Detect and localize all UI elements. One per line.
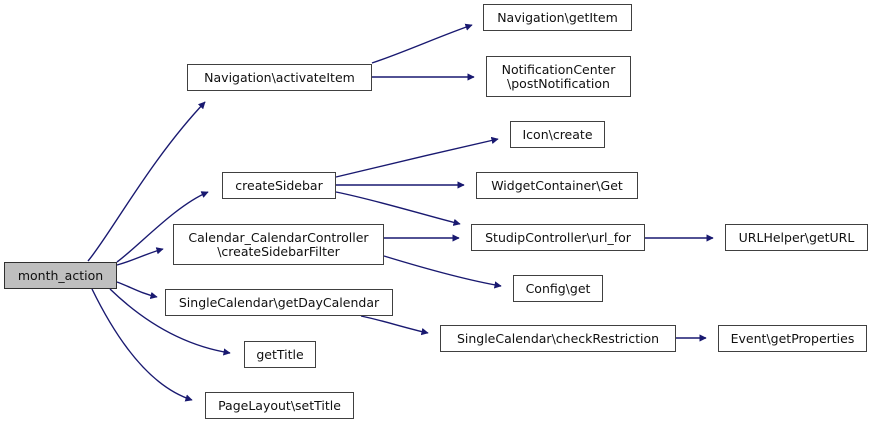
- graph-node-label: getTitle: [256, 346, 304, 362]
- graph-node-sidebar_filter[interactable]: Calendar_CalendarController \createSideb…: [173, 224, 384, 265]
- graph-node-label: PageLayout\setTitle: [218, 397, 341, 413]
- graph-node-check_restriction[interactable]: SingleCalendar\checkRestriction: [440, 325, 676, 352]
- graph-node-set_title[interactable]: PageLayout\setTitle: [205, 392, 354, 419]
- graph-node-label: NotificationCenter \postNotification: [501, 61, 616, 91]
- graph-node-get_day_calendar[interactable]: SingleCalendar\getDayCalendar: [165, 289, 393, 316]
- graph-node-get_properties[interactable]: Event\getProperties: [718, 325, 867, 352]
- graph-node-label: Event\getProperties: [730, 330, 855, 346]
- graph-node-widget_container_get[interactable]: WidgetContainer\Get: [476, 172, 638, 199]
- graph-node-label: WidgetContainer\Get: [491, 177, 623, 193]
- graph-node-get_item[interactable]: Navigation\getItem: [483, 4, 632, 31]
- graph-node-label: month_action: [17, 267, 104, 283]
- graph-node-label: createSidebar: [235, 177, 323, 193]
- graph-node-label: StudipController\url_for: [485, 229, 631, 245]
- graph-node-label: Navigation\activateItem: [204, 69, 355, 85]
- graph-node-activate_item[interactable]: Navigation\activateItem: [187, 64, 372, 91]
- graph-node-label: Icon\create: [522, 126, 593, 142]
- graph-node-url_for[interactable]: StudipController\url_for: [471, 224, 645, 251]
- graph-edge-month_action-to-get_day_calendar: [116, 281, 158, 300]
- graph-node-label: Calendar_CalendarController \createSideb…: [188, 229, 369, 259]
- graph-node-get_title[interactable]: getTitle: [244, 341, 316, 368]
- graph-edge-create_sidebar-to-icon_create: [335, 136, 499, 178]
- graph-node-label: SingleCalendar\checkRestriction: [456, 330, 660, 346]
- graph-edge-create_sidebar-to-url_for: [335, 191, 461, 226]
- graph-node-month_action[interactable]: month_action: [4, 262, 117, 289]
- graph-edge-get_day_calendar-to-check_restriction: [360, 315, 429, 336]
- graph-node-label: SingleCalendar\getDayCalendar: [178, 294, 380, 310]
- graph-node-label: Config\get: [525, 280, 591, 296]
- graph-node-config_get[interactable]: Config\get: [513, 275, 603, 302]
- graph-node-icon_create[interactable]: Icon\create: [510, 121, 605, 148]
- graph-node-label: Navigation\getItem: [497, 9, 618, 25]
- graph-edge-activate_item-to-get_item: [371, 23, 473, 64]
- graph-node-create_sidebar[interactable]: createSidebar: [222, 172, 336, 199]
- graph-edge-sidebar_filter-to-config_get: [383, 255, 502, 289]
- graph-node-post_notification[interactable]: NotificationCenter \postNotification: [486, 56, 631, 97]
- graph-node-label: URLHelper\getURL: [738, 229, 855, 245]
- graph-edge-month_action-to-sidebar_filter: [116, 247, 164, 266]
- graph-node-get_url[interactable]: URLHelper\getURL: [725, 224, 868, 251]
